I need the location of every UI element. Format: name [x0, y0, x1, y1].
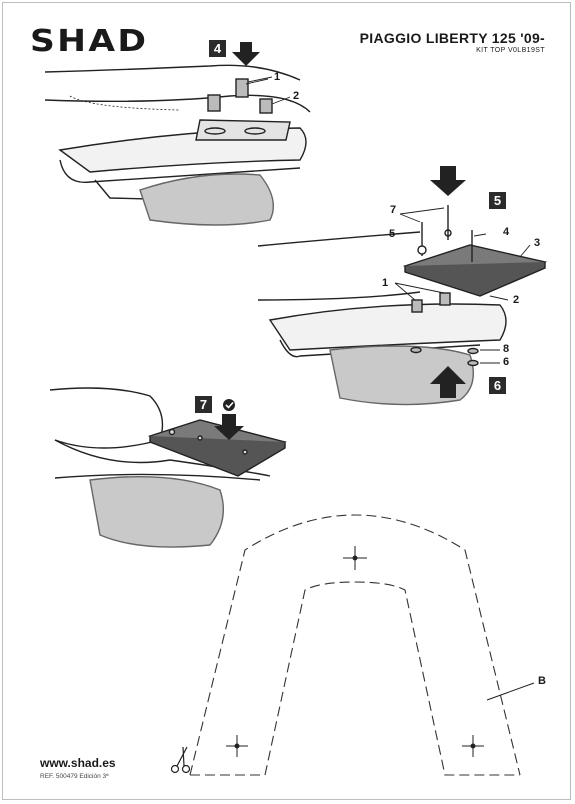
- crosshair-icon: [462, 735, 484, 757]
- step-number-5: 5: [489, 192, 506, 209]
- step7-illustration: [49, 387, 287, 548]
- callout-8: 8: [503, 343, 510, 355]
- step5-illustration: [257, 205, 548, 406]
- callout-1: 1: [382, 277, 389, 289]
- template-leader-line: [486, 682, 535, 701]
- callout-1: 1: [274, 71, 281, 83]
- callout-5: 5: [389, 228, 396, 240]
- arrow-down-icon: [232, 42, 260, 66]
- callout-6: 6: [503, 356, 510, 368]
- callout-7: 7: [390, 204, 397, 216]
- step-number-6: 6: [489, 377, 506, 394]
- kit-subtitle: KIT TOP V0LB19ST: [476, 47, 545, 54]
- arrow-down-icon: [214, 414, 244, 440]
- page-title: PIAGGIO LIBERTY 125 '09-: [359, 30, 545, 46]
- brand-logo: SHAD: [30, 24, 149, 59]
- cutting-template: [189, 514, 521, 776]
- arrow-down-icon: [430, 166, 466, 196]
- template-label-b: B: [538, 675, 546, 687]
- crosshair-icon: [226, 735, 248, 757]
- reference-number: REF. 500479 Edición 3ª: [40, 773, 109, 780]
- callout-2: 2: [513, 294, 520, 306]
- callout-2: 2: [293, 90, 300, 102]
- callout-3: 3: [534, 237, 541, 249]
- callout-4: 4: [503, 226, 510, 238]
- step4-illustration: [44, 64, 311, 226]
- scissors-icon: [170, 746, 191, 774]
- step-number-4: 4: [209, 40, 226, 57]
- website-link[interactable]: www.shad.es: [40, 756, 116, 770]
- step-number-7: 7: [195, 396, 212, 413]
- arrow-up-icon: [430, 366, 466, 398]
- check-icon: [223, 399, 235, 411]
- crosshair-icon: [343, 546, 367, 570]
